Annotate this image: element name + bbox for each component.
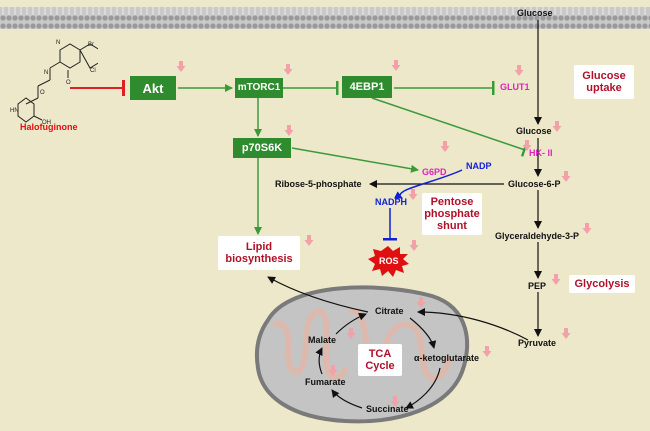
fumarate-label: Fumarate [305, 377, 346, 387]
glucose-uptake-line1: Glucose [582, 70, 626, 82]
akg-label: α-ketoglutarate [414, 353, 480, 363]
glucose-uptake-line2: uptake [586, 82, 622, 94]
glycolysis-card: Glycolysis [569, 275, 635, 293]
pep-label: PEP [528, 281, 547, 291]
ribose-label: Ribose-5-phosphate [275, 179, 362, 189]
lipid-line1: Lipid [245, 241, 273, 253]
glucose-mid-label: Glucose [516, 126, 552, 136]
mtorc1-node: mTORC1 [235, 78, 283, 98]
citrate-to-lipid-arrow [267, 276, 369, 313]
nadp-to-nadph-arrow [393, 169, 463, 199]
tca-akg-to-succinate [405, 367, 441, 409]
pentose-line3: shunt [437, 220, 467, 232]
lipid-card: Lipid biosynthesis [218, 236, 300, 270]
p70s6k-to-g6pd-arrow [291, 147, 419, 173]
drug-name: Halofuginone [20, 122, 78, 132]
pentose-card: Pentose phosphate shunt [422, 193, 482, 235]
tca-line2: Cycle [365, 360, 395, 372]
pyruvate-label: Pyruvate [518, 338, 557, 348]
lipid-line2: biosynthesis [225, 253, 293, 265]
succinate-label: Succinate [366, 404, 409, 414]
tca-succinate-to-fumarate [331, 389, 363, 409]
svg-text:Cl: Cl [90, 68, 96, 74]
pentose-line2: phosphate [424, 208, 480, 220]
pyruvate-to-citrate-arrow [417, 308, 529, 341]
tca-card: TCA Cycle [358, 344, 402, 376]
nadp-label: NADP [466, 161, 492, 171]
svg-text:O: O [40, 90, 45, 96]
g3p-label: Glyceraldehyde-3-P [495, 231, 580, 241]
cell-membrane [0, 7, 650, 29]
pentose-line1: Pentose [430, 196, 474, 208]
halofuginone-structure: N Br Cl N O O HN OH [10, 40, 98, 126]
svg-text:O: O [66, 80, 71, 86]
tca-malate-to-citrate [335, 312, 367, 335]
svg-text:HN: HN [10, 108, 19, 114]
citrate-label: Citrate [375, 306, 404, 316]
akt-node: Akt [130, 76, 176, 100]
4ebp1-node: 4EBP1 [342, 76, 392, 98]
ros-label: ROS [379, 256, 399, 266]
p70s6k-node: p70S6K [233, 138, 291, 158]
glucose-top-label: Glucose [517, 8, 553, 18]
hk2-label: HK- II [529, 148, 553, 158]
svg-text:Br: Br [88, 42, 94, 48]
malate-label: Malate [308, 335, 337, 345]
tca-line1: TCA [368, 348, 392, 360]
glycolysis-title: Glycolysis [574, 278, 630, 290]
svg-text:N: N [56, 40, 60, 46]
nadph-label: NADPH [375, 197, 408, 207]
svg-text:OH: OH [42, 120, 51, 126]
svg-text:N: N [44, 70, 48, 76]
g6p-label: Glucose-6-P [508, 179, 561, 189]
tca-fumarate-to-malate [315, 347, 323, 375]
g6pd-label: G6PD [422, 167, 447, 177]
4ebp1-inhibits-hk2 [371, 97, 528, 157]
glut1-label: GLUT1 [500, 82, 530, 92]
tca-citrate-to-akg [409, 317, 437, 349]
glucose-uptake-card: Glucose uptake [574, 65, 634, 99]
ros-burst [368, 246, 409, 277]
